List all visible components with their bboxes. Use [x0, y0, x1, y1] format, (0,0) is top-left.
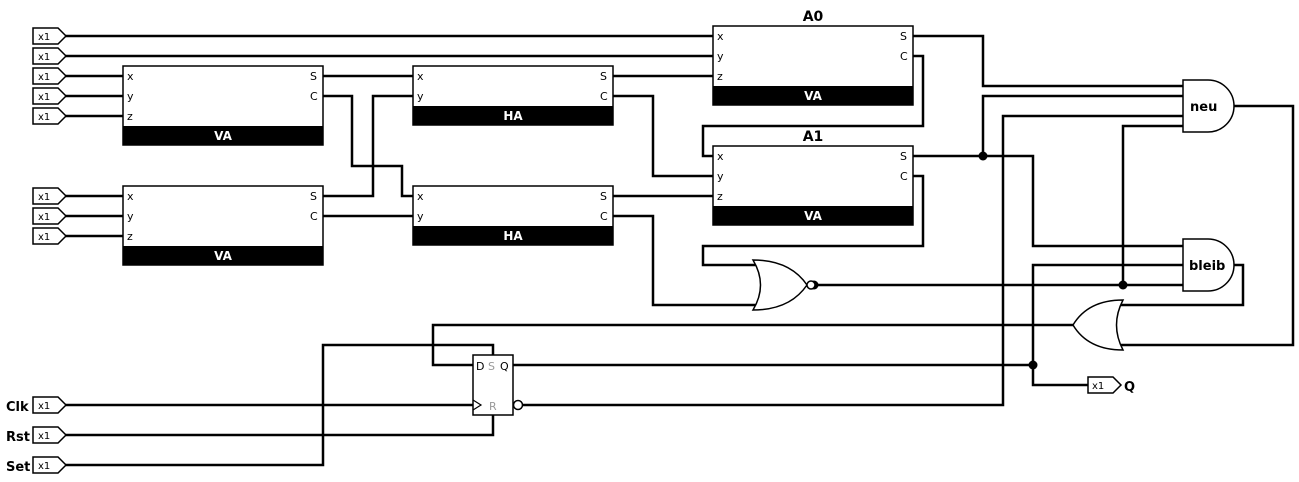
- va-bottom-label: VA: [214, 249, 232, 263]
- d-flip-flop[interactable]: D S Q R: [472, 354, 524, 416]
- ha-top-label: HA: [503, 109, 523, 123]
- label-q-output: Q: [1124, 380, 1135, 395]
- input-pin-rst[interactable]: x1: [32, 426, 68, 444]
- input-pin[interactable]: x1: [32, 227, 68, 245]
- svg-text:x: x: [127, 70, 134, 83]
- svg-text:C: C: [900, 50, 908, 63]
- svg-text:x1: x1: [38, 212, 50, 223]
- ff-r-label: R: [489, 400, 497, 413]
- svg-text:y: y: [127, 90, 134, 103]
- svg-text:S: S: [900, 150, 907, 163]
- input-pin[interactable]: x1: [32, 87, 68, 105]
- input-pin[interactable]: x1: [32, 107, 68, 125]
- neu-label: neu: [1190, 100, 1217, 115]
- bleib-label: bleib: [1189, 259, 1225, 274]
- svg-text:y: y: [417, 90, 424, 103]
- svg-text:z: z: [127, 230, 133, 243]
- svg-text:S: S: [600, 190, 607, 203]
- input-pin[interactable]: x1: [32, 47, 68, 65]
- svg-text:C: C: [600, 210, 608, 223]
- svg-text:C: C: [310, 90, 318, 103]
- junction-dot: [1118, 280, 1128, 290]
- input-pin[interactable]: x1: [32, 27, 68, 45]
- or-gate[interactable]: [1072, 299, 1125, 351]
- a1-title: A1: [803, 129, 824, 145]
- svg-text:x1: x1: [38, 431, 50, 442]
- svg-text:y: y: [717, 50, 724, 63]
- a0-bar-label: VA: [804, 89, 822, 103]
- svg-text:x1: x1: [38, 192, 50, 203]
- svg-text:x1: x1: [38, 52, 50, 63]
- svg-text:x: x: [417, 190, 424, 203]
- svg-text:S: S: [600, 70, 607, 83]
- svg-text:x1: x1: [1092, 381, 1104, 392]
- ff-s-label: S: [488, 360, 495, 373]
- svg-text:x1: x1: [38, 72, 50, 83]
- ff-q-label: Q: [500, 360, 509, 373]
- ha-bottom-label: HA: [503, 229, 523, 243]
- a0-block[interactable]: x y z S C VA: [712, 25, 914, 106]
- svg-text:x1: x1: [38, 232, 50, 243]
- svg-text:x1: x1: [38, 32, 50, 43]
- label-clk: Clk: [6, 400, 29, 415]
- clock-triangle-icon: [472, 399, 483, 411]
- svg-text:x1: x1: [38, 92, 50, 103]
- nor-gate[interactable]: [751, 259, 816, 311]
- svg-text:z: z: [717, 190, 723, 203]
- svg-text:z: z: [717, 70, 723, 83]
- svg-text:x: x: [717, 30, 724, 43]
- svg-text:C: C: [310, 210, 318, 223]
- svg-text:S: S: [900, 30, 907, 43]
- svg-text:x1: x1: [38, 112, 50, 123]
- a0-title: A0: [803, 9, 824, 25]
- a1-block[interactable]: x y z S C VA: [712, 145, 914, 226]
- svg-text:x: x: [717, 150, 724, 163]
- input-pin-clk[interactable]: x1: [32, 396, 68, 414]
- svg-text:S: S: [310, 190, 317, 203]
- label-rst: Rst: [6, 430, 30, 445]
- svg-text:y: y: [717, 170, 724, 183]
- and-gate-neu[interactable]: neu: [1182, 79, 1235, 133]
- and-gate-bleib[interactable]: bleib: [1182, 238, 1235, 292]
- input-pin[interactable]: x1: [32, 67, 68, 85]
- svg-text:S: S: [310, 70, 317, 83]
- input-pins: x1 x1 x1 x1 x1 x1 x1 x1 x1 x1 x1: [32, 27, 68, 474]
- ff-d-label: D: [476, 360, 484, 373]
- a1-bar-label: VA: [804, 209, 822, 223]
- input-pin[interactable]: x1: [32, 187, 68, 205]
- svg-text:x: x: [417, 70, 424, 83]
- output-pin-q[interactable]: x1: [1087, 376, 1123, 394]
- svg-text:C: C: [600, 90, 608, 103]
- svg-text:x1: x1: [38, 461, 50, 472]
- input-pin-set[interactable]: x1: [32, 456, 68, 474]
- svg-text:y: y: [127, 210, 134, 223]
- svg-text:C: C: [900, 170, 908, 183]
- va-top-label: VA: [214, 129, 232, 143]
- ha-block-bottom[interactable]: x y S C HA: [412, 185, 614, 246]
- svg-text:x1: x1: [38, 401, 50, 412]
- junction-dot: [1028, 360, 1038, 370]
- va-block-bottom[interactable]: x y z S C VA: [122, 185, 324, 266]
- svg-text:y: y: [417, 210, 424, 223]
- ha-block-top[interactable]: x y S C HA: [412, 65, 614, 126]
- input-pin[interactable]: x1: [32, 207, 68, 225]
- label-set: Set: [6, 460, 30, 475]
- qbar-bubble-icon: [512, 399, 524, 411]
- svg-text:z: z: [127, 110, 133, 123]
- junction-dot: [978, 151, 988, 161]
- svg-text:x: x: [127, 190, 134, 203]
- va-block-top[interactable]: x y z S C VA: [122, 65, 324, 146]
